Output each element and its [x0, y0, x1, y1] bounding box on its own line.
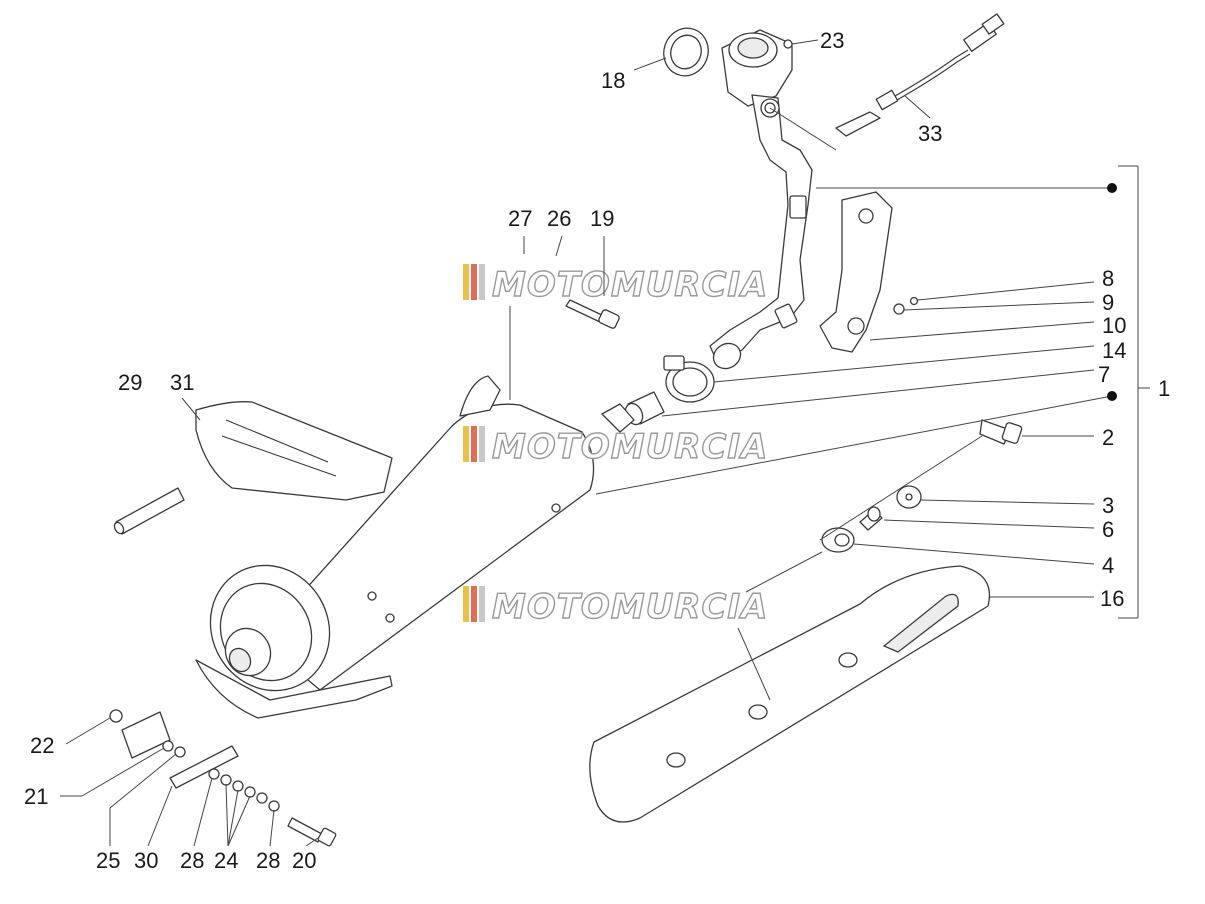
bullet-dot: [1107, 391, 1117, 401]
silencer-body-part: [209, 375, 635, 692]
callout-21: 21: [24, 784, 48, 809]
callout-10: 10: [1102, 313, 1126, 338]
rubber-grommet-part: [821, 527, 855, 553]
mounting-bolt-part: [565, 299, 620, 329]
washer-part: [896, 485, 922, 509]
callout-6: 6: [1102, 517, 1114, 542]
callout-3: 3: [1102, 493, 1114, 518]
callout-24: 24: [214, 848, 238, 873]
callout-7: 7: [1098, 362, 1110, 387]
callout-29: 29: [118, 370, 142, 395]
lower-mount-hardware: [109, 709, 337, 847]
callout-26: 26: [547, 206, 571, 231]
callout-2: 2: [1102, 425, 1114, 450]
callout-labels: 18 23 33 27 26 19 8 9 10 14 7 1 2 3 6 4 …: [24, 28, 1170, 873]
callout-4: 4: [1102, 553, 1114, 578]
callout-1: 1: [1158, 376, 1170, 401]
bracket-part: [819, 191, 893, 353]
lambda-sensor-part: [835, 13, 1005, 137]
callout-19: 19: [590, 206, 614, 231]
callout-25: 25: [96, 848, 120, 873]
watermark-text: MOTOMURCIA: [492, 427, 768, 467]
nut-22-part: [109, 709, 123, 723]
heat-shield-bolt-part: [979, 419, 1023, 445]
callout-18: 18: [601, 68, 625, 93]
watermark: MOTOMURCIA: [463, 586, 768, 628]
exhaust-heat-shield-part: [589, 565, 990, 823]
small-washer-part: [893, 303, 905, 315]
callout-28: 28: [180, 848, 204, 873]
pin-part: [113, 487, 185, 535]
watermark: MOTOMURCIA: [463, 264, 768, 306]
callout-31: 31: [170, 370, 194, 395]
exhaust-flange-part: [721, 29, 793, 107]
header-pipe-part: [709, 94, 813, 370]
watermark-text: MOTOMURCIA: [492, 587, 768, 627]
callout-23: 23: [820, 28, 844, 53]
callout-14: 14: [1102, 338, 1126, 363]
bullet-dot: [1107, 183, 1117, 193]
callout-22: 22: [30, 733, 54, 758]
small-nut-part: [909, 296, 919, 306]
callout-28: 28: [256, 848, 280, 873]
tail-heat-shield-part: [195, 401, 393, 719]
washer-25-part: [162, 740, 174, 752]
watermark-text: MOTOMURCIA: [492, 265, 768, 305]
callout-27: 27: [508, 206, 532, 231]
callout-8: 8: [1102, 266, 1114, 291]
callout-33: 33: [918, 121, 942, 146]
callout-30: 30: [134, 848, 158, 873]
leader-lines: [60, 39, 1150, 847]
callout-9: 9: [1102, 290, 1114, 315]
washer-25b-part: [174, 746, 186, 758]
bolt-20-part: [287, 817, 323, 843]
spacer-part: [859, 506, 883, 531]
gasket-ring-part: [663, 27, 709, 77]
callout-20: 20: [292, 848, 316, 873]
clamp-part: [663, 355, 715, 403]
spacer-tube-30-part: [169, 745, 239, 789]
watermark: MOTOMURCIA: [463, 426, 768, 468]
bracket-21-part: [121, 711, 171, 759]
callout-16: 16: [1100, 586, 1124, 611]
